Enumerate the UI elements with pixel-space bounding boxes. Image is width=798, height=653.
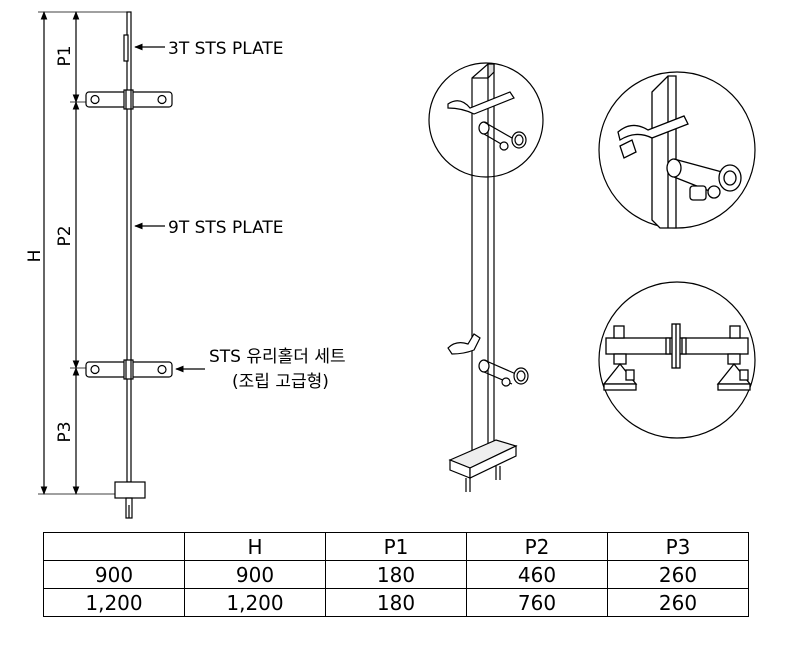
technical-drawing: H P1 P2 P3 3T STS PLATE 9T STS PLATE STS… [25,11,756,519]
dim-label-h: H [25,250,45,263]
table-header-cell: P2 [466,532,608,561]
dim-label-p2: P2 [55,225,75,246]
callout-9t-plate: 9T STS PLATE [168,218,284,238]
detail-callout-circle [428,62,544,178]
table-cell: 1,200 [184,588,326,617]
plate-3t [123,34,129,62]
table-cell: 460 [466,560,608,589]
glass-holder-upper [85,89,173,110]
callout-assembly-type: (조립 고급형) [232,372,329,392]
table-cell: 260 [607,588,749,617]
table-row: 900 900 180 460 260 [43,560,749,589]
callout-glass-holder: STS 유리홀더 세트 [209,347,346,367]
glass-holder-lower [85,359,173,380]
table-header-cell: P3 [607,532,749,561]
table-cell: 180 [325,560,467,589]
detail-view-section [598,281,756,439]
post-9t-plate [126,11,132,483]
table-cell: 900 [43,560,185,589]
dim-label-p1: P1 [55,45,75,66]
elevation-view [38,11,205,519]
dim-label-p3: P3 [55,421,75,442]
table-cell: 180 [325,588,467,617]
table-header-row: H P1 P2 P3 [43,532,749,561]
table-cell: 760 [466,588,608,617]
table-header-cell: P1 [325,532,467,561]
table-cell: 260 [607,560,749,589]
table-header-cell: H [184,532,326,561]
detail-view-holder [598,71,756,229]
spec-table: H P1 P2 P3 900 900 180 460 260 1,200 1,2… [43,532,749,617]
table-header-cell [43,532,185,561]
table-cell: 1,200 [43,588,185,617]
table-cell: 900 [184,560,326,589]
callout-3t-plate: 3T STS PLATE [168,39,284,59]
isometric-view [447,63,529,492]
base-plate [114,481,146,519]
table-row: 1,200 1,200 180 760 260 [43,588,749,617]
